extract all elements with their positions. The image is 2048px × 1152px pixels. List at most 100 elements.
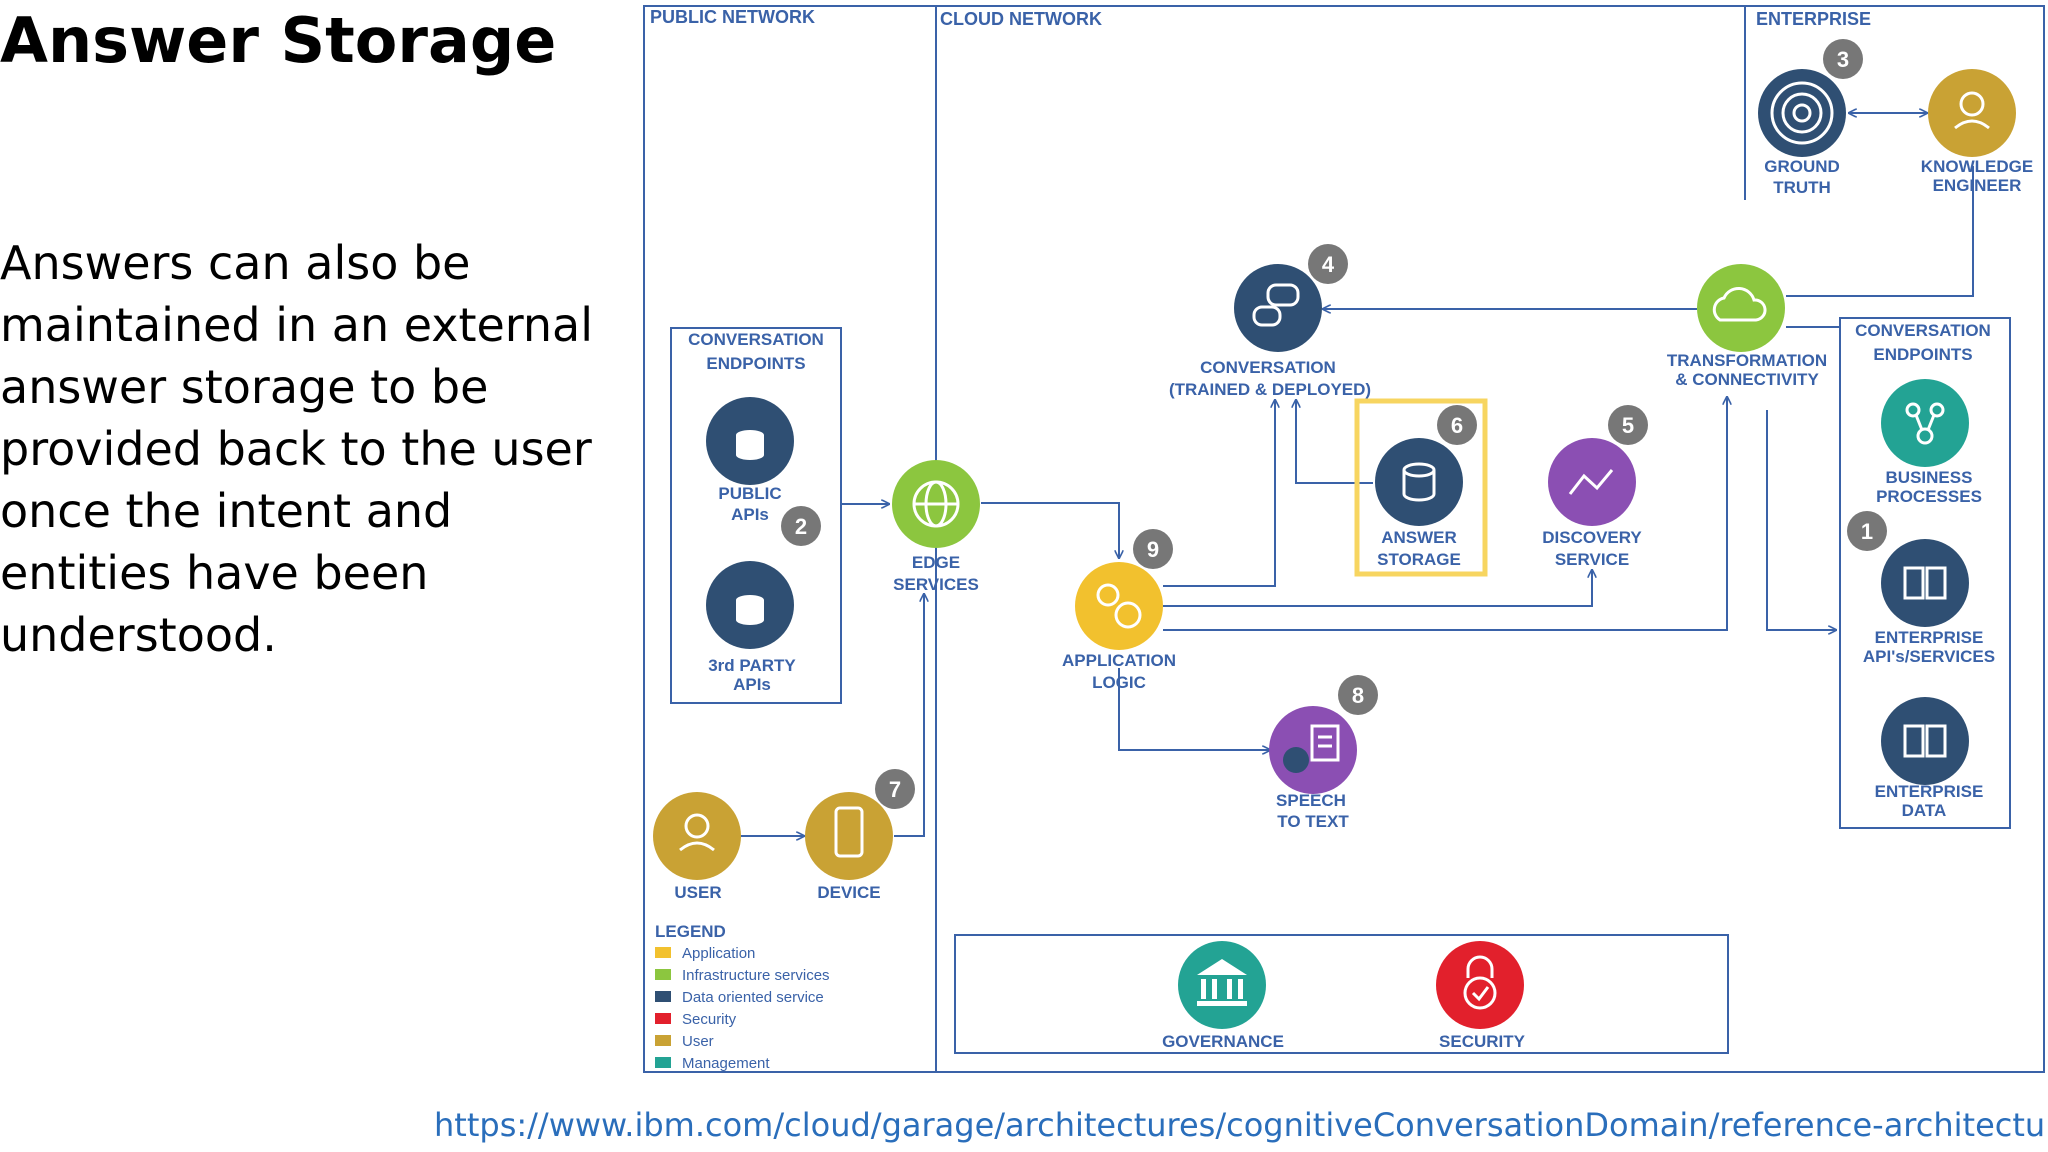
svg-text:7: 7	[889, 777, 901, 802]
badge-application-logic: 9	[1133, 529, 1173, 569]
svg-text:1: 1	[1861, 519, 1873, 544]
bank-icon	[1197, 959, 1247, 1006]
connector-knowledge-transformation	[1786, 166, 1974, 297]
slide-title: Answer Storage	[0, 4, 557, 77]
legend-item-label: User	[682, 1033, 714, 1050]
svg-text:USER: USER	[674, 883, 721, 902]
svg-text:2: 2	[795, 514, 807, 539]
diagram-frame	[643, 5, 2045, 1073]
answer-storage-highlight	[1354, 398, 1488, 577]
node-conversation: CONVERSATION(TRAINED & DEPLOYED)	[1169, 264, 1371, 399]
zone-label-cloud: CLOUD NETWORK	[940, 9, 1102, 29]
zone-label-enterprise: ENTERPRISE	[1756, 9, 1871, 29]
padlock-icon	[1463, 955, 1497, 1010]
badge-speech-to-text: 8	[1338, 675, 1378, 715]
badge-enterprise-apis: 1	[1847, 511, 1887, 551]
connector-applogic-speech	[1118, 668, 1270, 750]
group-conversation-endpoints-right	[1839, 317, 2011, 829]
target-icon	[1770, 81, 1834, 145]
process-icon	[1905, 402, 1945, 445]
badge-conversation: 4	[1308, 244, 1348, 284]
cloud-icon	[1712, 287, 1767, 322]
legend-swatch	[655, 969, 671, 980]
svg-text:GOVERNANCE: GOVERNANCE	[1162, 1032, 1284, 1051]
svg-text:4: 4	[1322, 252, 1335, 277]
legend-swatch	[655, 947, 671, 958]
connector-transformation-enterprise	[1766, 410, 1836, 630]
svg-text:SECURITY: SECURITY	[1439, 1032, 1526, 1051]
group-conversation-endpoints-left	[670, 327, 842, 704]
connector-edge-applogic	[981, 502, 1119, 558]
database-icon	[736, 430, 764, 460]
badge-answer-storage: 6	[1437, 405, 1477, 445]
user-icon	[1954, 91, 1990, 130]
source-link[interactable]: https://www.ibm.com/cloud/garage/archite…	[434, 1106, 2048, 1144]
connector-applogic-discovery	[1163, 570, 1592, 607]
management-box	[954, 934, 1729, 1054]
svg-text:6: 6	[1451, 413, 1463, 438]
legend-swatch	[655, 1013, 671, 1024]
badge-public-apis: 2	[781, 506, 821, 546]
badge-device: 7	[875, 769, 915, 809]
zone-label-public: PUBLIC NETWORK	[650, 7, 815, 27]
legend-item-label: Infrastructure services	[682, 967, 830, 984]
book-icon	[1903, 566, 1947, 600]
svg-text:3: 3	[1837, 47, 1849, 72]
badge-ground-truth: 3	[1823, 39, 1863, 79]
connector-answerstorage-conversation	[1296, 400, 1373, 484]
connector-applogic-conversation	[1163, 400, 1275, 587]
svg-text:8: 8	[1352, 683, 1364, 708]
chat-bubbles-icon	[1252, 283, 1300, 327]
connector-applogic-transformation	[1163, 397, 1727, 631]
node-user: USER	[653, 792, 741, 902]
legend-item-label: Security	[682, 1011, 737, 1028]
legend-item-label: Application	[682, 945, 755, 962]
book-icon	[1903, 724, 1947, 758]
phone-icon	[834, 806, 864, 858]
database-icon	[736, 595, 764, 625]
svg-text:5: 5	[1622, 413, 1634, 438]
legend-item-label: Data oriented service	[682, 989, 824, 1006]
legend-swatch	[655, 1035, 671, 1046]
speech-document-icon	[1310, 724, 1340, 762]
node-governance: GOVERNANCE	[1162, 941, 1284, 1051]
connectors	[741, 113, 1974, 836]
user-icon	[679, 813, 715, 852]
trend-icon	[1568, 469, 1614, 495]
database-icon	[1402, 462, 1436, 502]
node-security: SECURITY	[1436, 941, 1526, 1051]
node-transformation: TRANSFORMATION& CONNECTIVITY	[1667, 264, 1827, 389]
badge-discovery-service: 5	[1608, 405, 1648, 445]
legend-title: LEGEND	[655, 922, 726, 941]
globe-icon	[912, 480, 960, 528]
slide-body-text: Answers can also be maintained in an ext…	[0, 236, 594, 662]
legend-swatch	[655, 1057, 671, 1068]
legend-item-label: Management	[682, 1055, 770, 1072]
node-device: DEVICE	[805, 792, 893, 902]
